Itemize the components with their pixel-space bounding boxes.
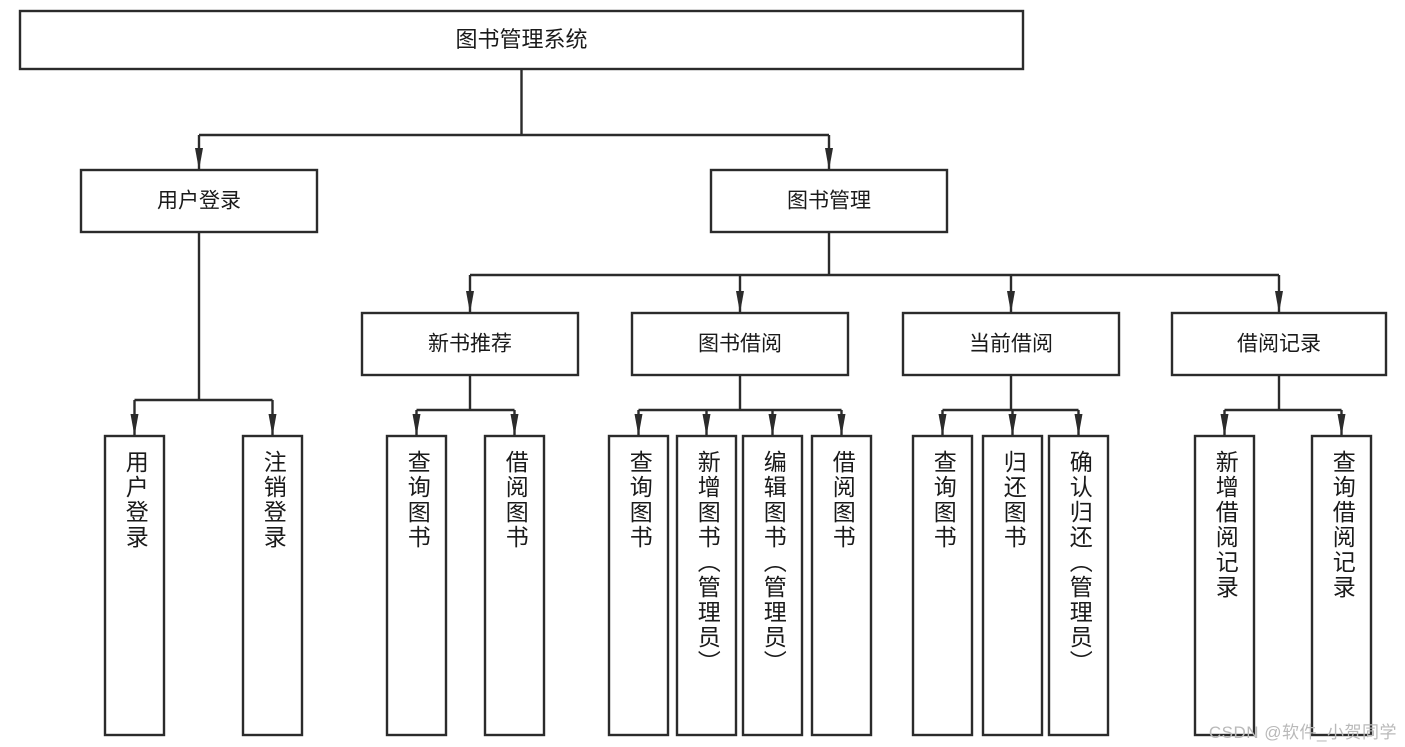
node-level3-1[interactable]	[630, 311, 850, 377]
node-leaf-5[interactable]	[675, 434, 738, 737]
node-root-label: 图书管理系统	[455, 27, 587, 52]
node-level3-2[interactable]	[901, 311, 1121, 377]
node-level2-label-0: 用户登录	[157, 190, 241, 213]
arrow-head-icon	[1008, 414, 1017, 436]
node-leaf-9[interactable]	[981, 434, 1044, 737]
arrow-head-icon	[130, 414, 139, 436]
watermark: CSDN @软件_小贺同学	[1208, 723, 1397, 742]
node-level2-0[interactable]	[79, 168, 319, 234]
node-leaf-10[interactable]	[1047, 434, 1110, 737]
node-leaf-0[interactable]	[103, 434, 166, 737]
arrow-head-icon	[268, 414, 277, 436]
arrow-head-icon	[736, 291, 744, 313]
node-leaf-11[interactable]	[1193, 434, 1256, 737]
node-level3-label-3: 借阅记录	[1237, 333, 1321, 356]
node-leaf-2[interactable]	[385, 434, 448, 737]
node-level3-0[interactable]	[360, 311, 580, 377]
arrow-head-icon	[825, 148, 833, 170]
arrow-head-icon	[1074, 414, 1083, 436]
node-leaf-1[interactable]	[241, 434, 304, 737]
node-leaf-4[interactable]	[607, 434, 670, 737]
arrow-head-icon	[510, 414, 519, 436]
node-level3-3[interactable]	[1170, 311, 1388, 377]
node-leaf-12[interactable]	[1310, 434, 1373, 737]
arrow-head-icon	[195, 148, 203, 170]
arrow-head-icon	[412, 414, 421, 436]
node-leaf-6[interactable]	[741, 434, 804, 737]
arrow-head-icon	[466, 291, 474, 313]
node-level3-label-2: 当前借阅	[969, 333, 1053, 356]
arrow-head-icon	[768, 414, 777, 436]
node-leaf-8[interactable]	[911, 434, 974, 737]
node-root[interactable]	[18, 9, 1025, 71]
connector-layer	[130, 69, 1346, 436]
arrow-head-icon	[634, 414, 643, 436]
node-level2-label-1: 图书管理	[787, 190, 871, 213]
node-leaf-7[interactable]	[810, 434, 873, 737]
node-level3-label-1: 图书借阅	[698, 333, 782, 356]
arrow-head-icon	[1337, 414, 1346, 436]
arrow-head-icon	[1220, 414, 1229, 436]
arrow-head-icon	[702, 414, 711, 436]
arrow-head-icon	[1007, 291, 1015, 313]
node-level2-1[interactable]	[709, 168, 949, 234]
node-leaf-3[interactable]	[483, 434, 546, 737]
arrow-head-icon	[1275, 291, 1283, 313]
arrow-head-icon	[837, 414, 846, 436]
node-level3-label-0: 新书推荐	[428, 333, 512, 356]
arrow-head-icon	[938, 414, 947, 436]
